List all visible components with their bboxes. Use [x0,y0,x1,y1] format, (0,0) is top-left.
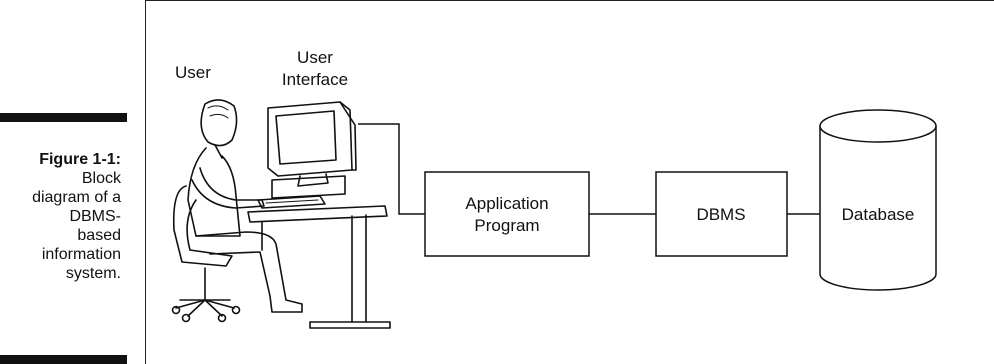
figure-caption: Figure 1-1: Block diagram of a DBMS- bas… [0,150,121,283]
figure-frame [145,0,994,364]
application-program-box [424,171,590,257]
figure-label: Figure 1-1: [39,151,121,168]
dbms-box [655,171,788,257]
ui-label-line1: User [297,48,333,67]
caption-rule-top [0,113,127,122]
program-label: Program [474,216,539,235]
caption-line: diagram of a [32,189,121,206]
caption-line: based [77,227,121,244]
person-at-computer-icon [171,99,391,329]
application-label: Application [465,194,548,213]
caption-line: system. [65,265,121,282]
caption-line: DBMS- [69,208,121,225]
caption-line: information [41,246,121,263]
user-label: User [175,63,211,82]
caption-line: Block [81,170,121,187]
database-label: Database [842,205,915,224]
database-cylinder-icon [819,109,937,291]
ui-label-line2: Interface [282,70,348,89]
connector-ui-to-app [358,123,425,215]
caption-rule-bottom [0,355,127,364]
dbms-label: DBMS [696,205,745,224]
